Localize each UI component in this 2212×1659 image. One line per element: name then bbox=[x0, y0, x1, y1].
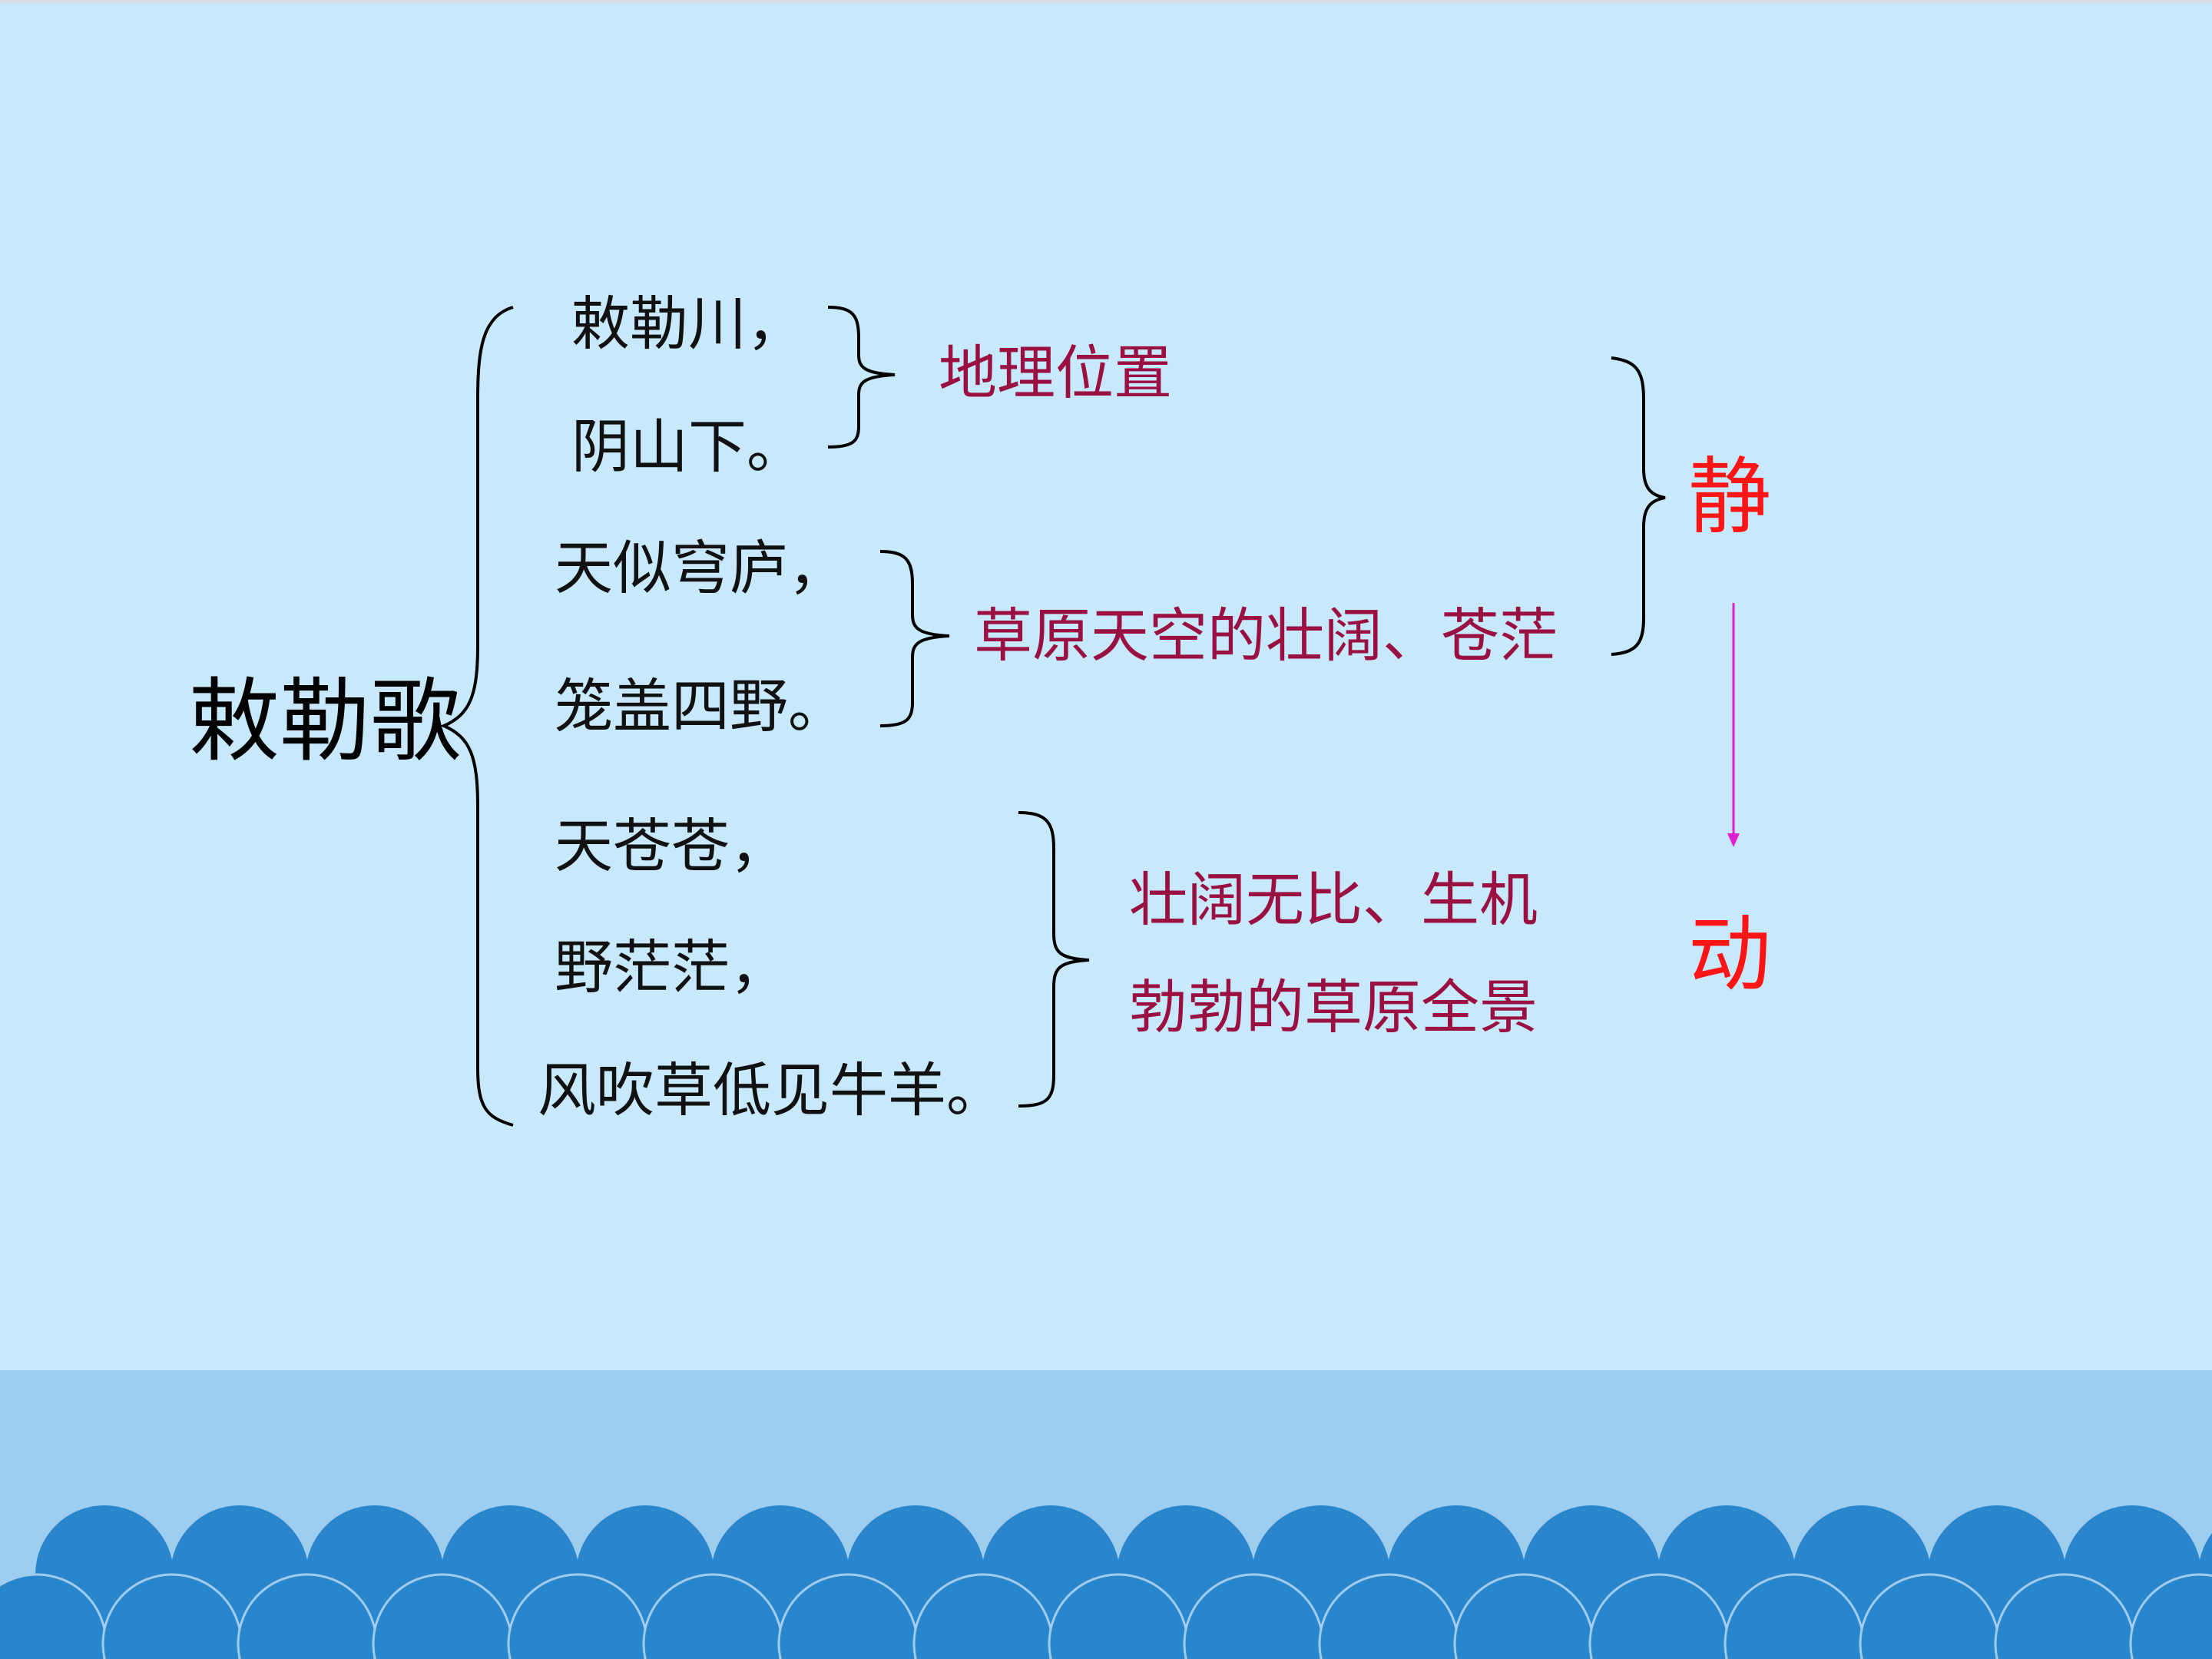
sky-brace bbox=[879, 550, 950, 727]
scene-brace bbox=[1018, 811, 1090, 1108]
geo-brace bbox=[827, 306, 896, 449]
top-border bbox=[0, 0, 2212, 3]
note-sky: 草原天空的壮阔、苍茫 bbox=[974, 601, 1558, 670]
poem-line-1: 敕勒川， bbox=[571, 290, 805, 358]
poem-line-6: 野茫茫， bbox=[555, 933, 788, 1002]
poem-line-4: 笼盖四野。 bbox=[555, 672, 846, 740]
poem-title: 敕勒歌 bbox=[189, 668, 462, 774]
note-scene-line-2: 勃勃的草原全景 bbox=[1129, 973, 1538, 1041]
static-to-dynamic-arrow bbox=[1727, 603, 1740, 847]
summary-dynamic: 动 bbox=[1688, 907, 1772, 1003]
wave-decoration bbox=[0, 1505, 2212, 1659]
note-geography: 地理位置 bbox=[939, 339, 1172, 407]
static-brace bbox=[1611, 356, 1666, 656]
main-left-brace bbox=[440, 306, 514, 1127]
summary-static: 静 bbox=[1688, 449, 1772, 545]
poem-line-3: 天似穹庐， bbox=[555, 534, 846, 602]
note-scene-line-1: 壮阔无比、生机 bbox=[1129, 866, 1538, 934]
wave-scallop bbox=[2129, 1573, 2212, 1659]
poem-line-5: 天苍苍， bbox=[555, 812, 788, 880]
poem-line-2: 阴山下。 bbox=[571, 412, 805, 481]
poem-line-7: 风吹草低见牛羊。 bbox=[538, 1056, 1005, 1124]
